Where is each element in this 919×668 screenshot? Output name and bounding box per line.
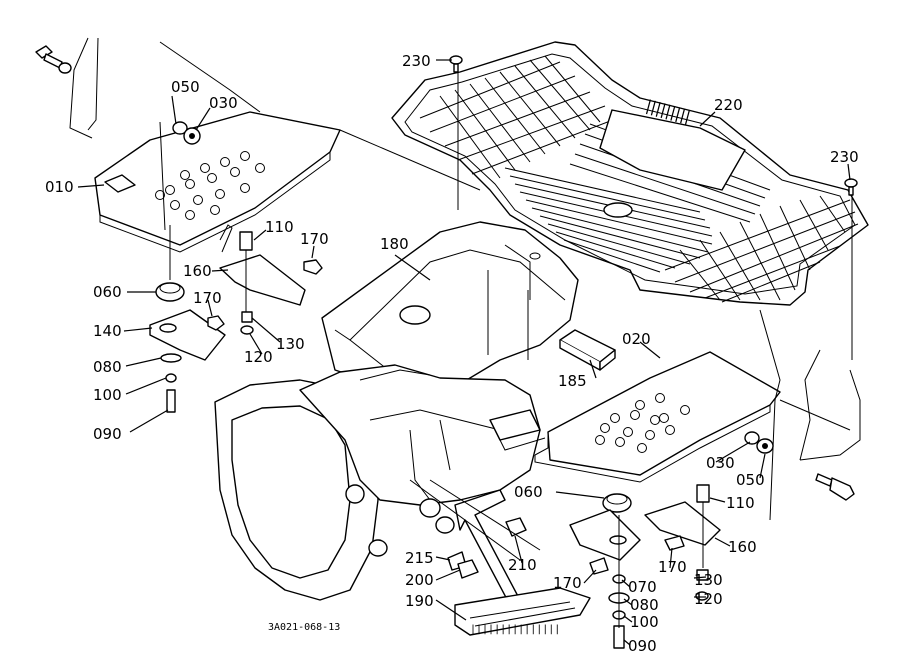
washer-120-left	[240, 325, 254, 335]
callout-080-right: 080	[630, 596, 659, 614]
bolt-170b	[207, 315, 225, 331]
callout-160-right: 160	[728, 538, 757, 556]
callout-100-left: 100	[93, 386, 122, 404]
left-mount-hardware	[149, 231, 323, 413]
callout-230-right: 230	[830, 148, 859, 166]
callout-090-right: 090	[628, 637, 657, 655]
nut-130-left	[241, 311, 253, 323]
callout-100-right: 100	[630, 613, 659, 631]
callout-210: 210	[508, 556, 537, 574]
bolt-170d	[589, 557, 609, 575]
callout-170-b: 170	[193, 289, 222, 307]
mat-grid-left	[419, 55, 619, 179]
callout-130-right: 130	[694, 571, 723, 589]
plate-holes-right	[595, 393, 690, 453]
cover-hole	[399, 305, 431, 325]
callout-120-left: 120	[244, 348, 273, 366]
bolt-right	[815, 473, 855, 501]
callout-080-left: 080	[93, 358, 122, 376]
bolt-170a	[303, 259, 323, 275]
rubber-mount-060-left	[155, 282, 185, 302]
washer-080-left	[160, 353, 182, 363]
callout-090-left: 090	[93, 425, 122, 443]
pedal-assembly: |||||||||||||||	[454, 489, 591, 636]
callout-120-right: 120	[694, 590, 723, 608]
nut-100-left	[165, 373, 177, 383]
callout-220: 220	[714, 96, 743, 114]
bolt-200	[457, 559, 479, 579]
fitting-right	[744, 431, 774, 454]
callout-020: 020	[622, 330, 651, 348]
plate-clip	[104, 174, 136, 193]
callout-110-left: 110	[265, 218, 294, 236]
plate-holes-left	[155, 151, 265, 220]
right-floor-plate	[534, 351, 781, 483]
bolt-090-left	[166, 389, 176, 413]
callout-050-right: 050	[736, 471, 765, 489]
left-floor-plate	[94, 111, 341, 253]
callout-070: 070	[628, 578, 657, 596]
square-bar	[559, 329, 616, 371]
washer-120-right	[695, 591, 709, 601]
callout-010: 010	[45, 178, 74, 196]
mat-window	[599, 109, 746, 191]
callout-140-left: 140	[93, 322, 122, 340]
callout-190: 190	[405, 592, 434, 610]
bracket-160-right	[644, 501, 721, 546]
bolt-top-left	[35, 45, 72, 74]
callout-170-c: 170	[658, 558, 687, 576]
bolt-090-right	[613, 625, 625, 649]
callout-labels: 230 230 220 050 030 010 110 170 160 180 …	[45, 52, 859, 655]
callout-230-top: 230	[402, 52, 431, 70]
transmission-case	[214, 364, 546, 601]
bolt-210	[505, 517, 527, 537]
tractor-outline-right	[759, 309, 861, 521]
svg-text:|||||||||||||||: |||||||||||||||	[470, 624, 560, 635]
leader-lines	[77, 59, 853, 646]
stud-110-right	[696, 484, 710, 503]
bracket-160-left	[219, 254, 306, 306]
callout-050-left: 050	[171, 78, 200, 96]
callout-030-left: 030	[209, 94, 238, 112]
callout-170-d: 170	[553, 574, 582, 592]
bracket-140-right	[569, 509, 641, 561]
mat-hole	[603, 202, 633, 218]
callout-060-right: 060	[514, 483, 543, 501]
fitting-left	[172, 121, 201, 145]
bracket-140-left	[149, 309, 226, 361]
callout-160-left: 160	[183, 262, 212, 280]
bolt-170c	[664, 535, 685, 551]
diagram-code: 3A021-068-13	[268, 622, 340, 633]
callout-215: 215	[405, 549, 434, 567]
floor-mat: |||||||||	[391, 41, 869, 306]
callout-030-right: 030	[706, 454, 735, 472]
callout-110-right: 110	[726, 494, 755, 512]
tractor-outline-left	[69, 37, 481, 191]
stud-110-left	[239, 231, 253, 251]
callout-180: 180	[380, 235, 409, 253]
callout-060-left: 060	[93, 283, 122, 301]
mat-grid-right	[664, 195, 859, 303]
callout-170-a: 170	[300, 230, 329, 248]
rubber-mount-060-right	[602, 493, 632, 513]
callout-200: 200	[405, 571, 434, 589]
callout-185: 185	[558, 372, 587, 390]
callout-130-left: 130	[276, 335, 305, 353]
